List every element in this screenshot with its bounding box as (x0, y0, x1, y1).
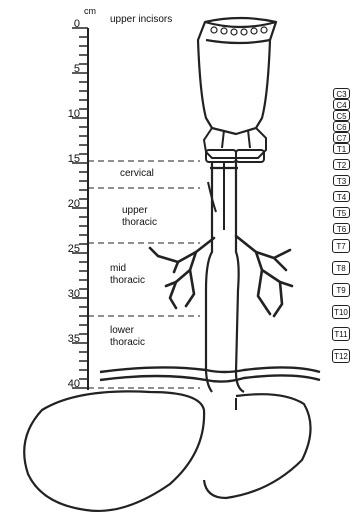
stomach (204, 394, 311, 498)
zone-mid-thoracic-line-1: mid (110, 263, 145, 275)
tooth (221, 28, 227, 34)
left-branch (174, 262, 178, 272)
zone-cervical-line-1: cervical (120, 168, 154, 180)
ruler-mark-20: 20 (50, 198, 80, 210)
mouth-tube-outline (198, 18, 276, 134)
tooth (251, 28, 257, 34)
left-inferior-branch (186, 270, 194, 306)
ruler-mark-10: 10 (50, 108, 80, 120)
zone-upper-thoracic-line-2: thoracic (122, 217, 157, 229)
ruler-mark-35: 35 (50, 333, 80, 345)
vertebra-t8: T8 (332, 261, 350, 275)
ruler-mark-0: 0 (50, 18, 80, 30)
right-bronchial-tree (236, 236, 292, 316)
right-basal-branch (274, 282, 282, 316)
vertebra-t5: T5 (333, 207, 350, 218)
rim-inner (206, 40, 270, 43)
vertebra-t9: T9 (332, 283, 350, 297)
vertebra-t6: T6 (333, 223, 350, 234)
zone-lower-thoracic: lower thoracic (110, 325, 145, 349)
tooth (241, 29, 247, 35)
left-apical-branch (150, 248, 158, 256)
vertebra-c4: C4 (333, 99, 350, 110)
ruler-mark-30: 30 (50, 288, 80, 300)
right-inferior-branch (258, 270, 270, 314)
teeth-row (211, 27, 267, 35)
tooth (211, 27, 217, 33)
liver (24, 391, 204, 511)
zone-upper-thoracic-line-1: upper (122, 205, 157, 217)
zone-mid-thoracic-line-2: thoracic (110, 275, 145, 287)
vertebra-t2: T2 (333, 159, 350, 170)
vertebra-t12: T12 (332, 349, 350, 363)
vertebra-c6: C6 (333, 121, 350, 132)
tooth (231, 29, 237, 35)
vertebra-t7: T7 (332, 239, 350, 253)
zone-lower-thoracic-line-2: thoracic (110, 337, 145, 349)
mouth-rim (205, 22, 276, 27)
zone-mid-thoracic: mid thoracic (110, 263, 145, 287)
esophagus-right-wall (236, 162, 244, 392)
vertebra-c5: C5 (333, 110, 350, 121)
upper-incisors-label: upper incisors (110, 14, 172, 26)
vertebra-t11: T11 (332, 327, 350, 341)
ruler-mark-5: 5 (50, 63, 80, 75)
vertebra-c3: C3 (333, 88, 350, 99)
ruler-mark-40: 40 (50, 378, 80, 390)
zone-cervical: cervical (120, 168, 154, 180)
vertebra-c7: C7 (333, 132, 350, 143)
pharynx-tube (198, 18, 276, 134)
vertebra-t1: T1 (333, 143, 350, 154)
zone-upper-thoracic: upper thoracic (122, 205, 157, 229)
diaphragm-lower-line (100, 375, 320, 381)
vertebra-t10: T10 (332, 305, 350, 319)
trachea (208, 162, 224, 230)
right-segment-branch (274, 258, 286, 270)
ruler-mark-25: 25 (50, 243, 80, 255)
diaphragm-upper-line (100, 367, 320, 372)
left-segment-branch (170, 282, 176, 308)
ruler-unit-label: cm (84, 6, 96, 16)
right-main-bronchus (236, 236, 290, 258)
diaphragm (100, 367, 320, 381)
vertebra-t4: T4 (333, 191, 350, 202)
ruler-mark-15: 15 (50, 153, 80, 165)
larynx-folds (222, 130, 250, 148)
tooth (261, 27, 267, 33)
left-main-bronchus (158, 238, 214, 262)
vertebra-t3: T3 (333, 175, 350, 186)
left-bronchial-tree (150, 238, 214, 308)
zone-lower-thoracic-line-1: lower (110, 325, 145, 337)
